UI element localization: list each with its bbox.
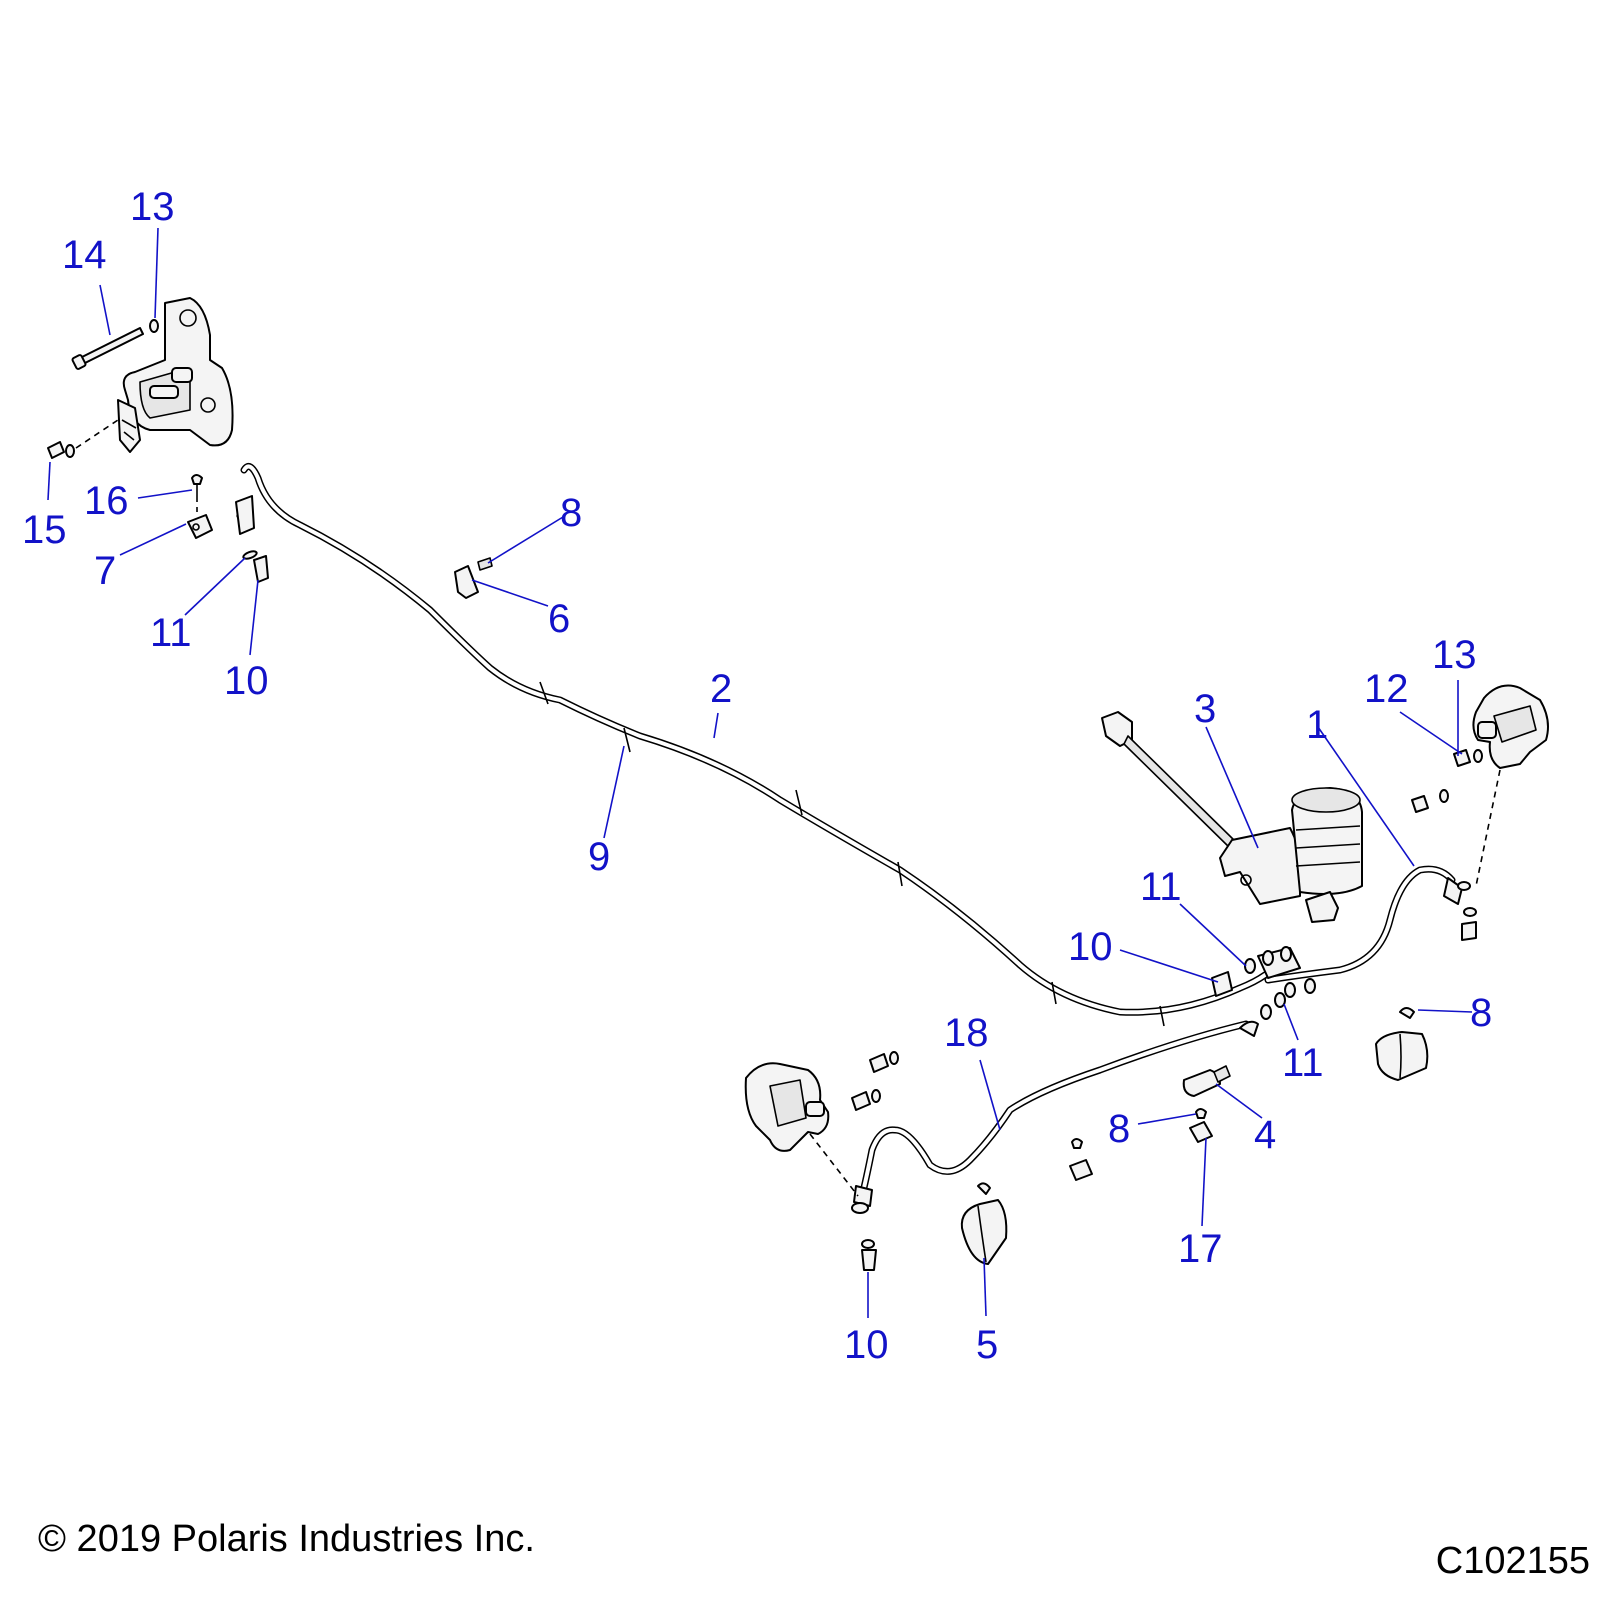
brake-line-main: [235, 462, 1269, 1027]
callout-10: 10: [1068, 925, 1113, 969]
clip-lower-17: [1189, 1108, 1213, 1143]
washer-upper-left: [149, 319, 159, 333]
caliper-rear-right: [1472, 684, 1549, 887]
callout-2: 2: [710, 667, 732, 711]
clip-mid: [454, 557, 493, 599]
callout-10: 10: [844, 1323, 889, 1367]
caliper-rear-left: [117, 297, 234, 453]
copyright-notice: © 2019 Polaris Industries Inc.: [38, 1518, 535, 1560]
clamp-left: [187, 514, 213, 539]
bolts-right-caliper: [1411, 749, 1483, 813]
callout-8: 8: [1470, 991, 1492, 1035]
callout-4: 4: [1254, 1113, 1276, 1157]
clamp-lower-5: [960, 1182, 1008, 1265]
callout-14: 14: [62, 233, 107, 277]
callout-13: 13: [130, 185, 175, 229]
clip-lower-extra: [1069, 1138, 1093, 1181]
callout-11: 11: [1140, 865, 1182, 909]
drawing-number: C102155: [1435, 1540, 1590, 1582]
bolts-front-caliper: [851, 1051, 899, 1111]
screw-clamp-left: [191, 474, 203, 512]
brake-line-lower: [851, 1020, 1259, 1214]
callout-9: 9: [588, 835, 610, 879]
junction-block: [1211, 946, 1316, 1020]
callout-12: 12: [1364, 667, 1409, 711]
caliper-front: [744, 1062, 859, 1197]
leader-lines: [47, 227, 1473, 1318]
callout-8: 8: [1108, 1107, 1130, 1151]
callout-11: 11: [150, 611, 192, 655]
master-cylinder: [1101, 711, 1363, 923]
callout-1: 1: [1306, 703, 1328, 747]
callout-15: 15: [22, 508, 67, 552]
bolt-caliper-left: [47, 419, 119, 459]
callout-13: 13: [1432, 633, 1477, 677]
banjo-bolt-lower: [861, 1239, 877, 1271]
callouts: 14 13 15 16 7 11 10 8 6 2 9 3 1 12 13 11…: [22, 185, 1492, 1367]
banjo-bolt-left: [253, 555, 269, 583]
callout-5: 5: [976, 1323, 998, 1367]
callout-7: 7: [94, 549, 116, 593]
callout-6: 6: [548, 597, 570, 641]
brake-line-right: [1264, 865, 1477, 984]
callout-11: 11: [1282, 1041, 1324, 1085]
callout-17: 17: [1178, 1227, 1223, 1271]
callout-16: 16: [84, 479, 129, 523]
callout-10: 10: [224, 659, 269, 703]
bolt-long: [71, 327, 144, 370]
clamp-right: [1375, 1007, 1429, 1081]
callout-8: 8: [560, 491, 582, 535]
callout-18: 18: [944, 1011, 989, 1055]
callout-3: 3: [1194, 687, 1216, 731]
brake-switch: [1182, 1065, 1231, 1097]
